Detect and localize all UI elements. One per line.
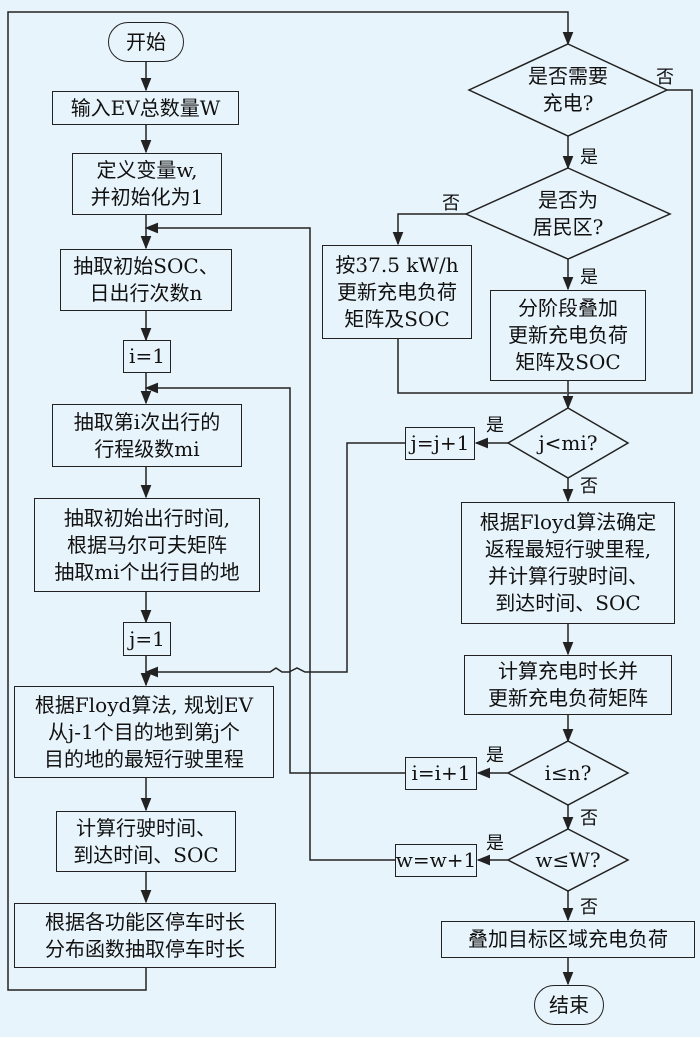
define-w-box: 定义变量w, 并初始化为1 bbox=[72, 153, 222, 215]
init-i-box: i=1 bbox=[123, 340, 171, 373]
sample-soc-box: 抽取初始SOC、 日出行次数n bbox=[60, 249, 232, 311]
residential-label: 是否为 居民区? bbox=[532, 188, 604, 239]
i-decision-label: i≤n? bbox=[544, 761, 592, 785]
need-charge-no-label: 否 bbox=[656, 67, 674, 88]
sample-trip-level-box: 抽取第i次出行的 行程级数mi bbox=[52, 404, 242, 467]
need-charge-label: 是否需要 充电? bbox=[528, 64, 608, 115]
i-decision-diamond bbox=[506, 740, 630, 806]
calc-charge-box: 计算充电时长并 更新充电负荷矩阵 bbox=[464, 655, 672, 715]
residential-diamond bbox=[464, 167, 672, 260]
need-charge-diamond bbox=[467, 43, 669, 137]
end-node: 结束 bbox=[534, 985, 604, 1025]
i-no-label: 否 bbox=[580, 808, 598, 829]
j-increment-box: j=j+1 bbox=[405, 427, 475, 460]
floyd-return-box: 根据Floyd算法确定 返程最短行驶里程, 并计算行驶时间、 到达时间、SOC bbox=[461, 502, 675, 624]
arrow-need-no-bypass bbox=[568, 89, 693, 394]
j-yes-label: 是 bbox=[486, 415, 504, 436]
sample-parking-box: 根据各功能区停车时长 分布函数抽取停车时长 bbox=[14, 903, 276, 968]
arrow-fixed-to-merge bbox=[397, 339, 567, 394]
j-decision-diamond bbox=[506, 407, 630, 479]
w-no-label: 否 bbox=[580, 897, 598, 918]
sample-start-time-box: 抽取初始出行时间, 根据马尔可夫矩阵 抽取mi个出行目的地 bbox=[34, 498, 260, 592]
arrow-winc-to-sample bbox=[144, 222, 405, 861]
arrow-residential-no bbox=[392, 213, 470, 246]
arrow-iinc-to-level bbox=[144, 382, 405, 774]
floyd-plan-box: 根据Floyd算法, 规划EV 从j-1个目的地到第j个 目的地的最短行驶里程 bbox=[14, 686, 274, 778]
init-j-box: j=1 bbox=[123, 622, 171, 656]
j-no-label: 否 bbox=[580, 476, 598, 497]
charge-fixed-box: 按37.5 kW/h 更新充电负荷 矩阵及SOC bbox=[322, 245, 472, 339]
i-increment-box: i=i+1 bbox=[405, 757, 477, 790]
calc-travel-box: 计算行驶时间、 到达时间、SOC bbox=[56, 811, 236, 872]
w-yes-label: 是 bbox=[486, 833, 504, 854]
start-node: 开始 bbox=[108, 22, 184, 62]
w-decision-diamond bbox=[506, 828, 630, 892]
aggregate-box: 叠加目标区域充电负荷 bbox=[441, 921, 695, 958]
input-ev-count-box: 输入EV总数量W bbox=[52, 91, 239, 125]
i-yes-label: 是 bbox=[486, 745, 504, 766]
w-decision-label: w≤W? bbox=[535, 848, 601, 872]
charge-stepwise-box: 分阶段叠加 更新充电负荷 矩阵及SOC bbox=[490, 290, 646, 381]
residential-yes-label: 是 bbox=[580, 267, 598, 288]
residential-no-label: 否 bbox=[442, 193, 460, 214]
need-charge-yes-label: 是 bbox=[580, 147, 598, 168]
j-decision-label: j<mi? bbox=[538, 431, 598, 455]
arrow-jinc-to-floyd bbox=[144, 442, 405, 678]
arrow-parking-to-need-charge bbox=[7, 11, 574, 991]
w-increment-box: w=w+1 bbox=[395, 844, 477, 877]
